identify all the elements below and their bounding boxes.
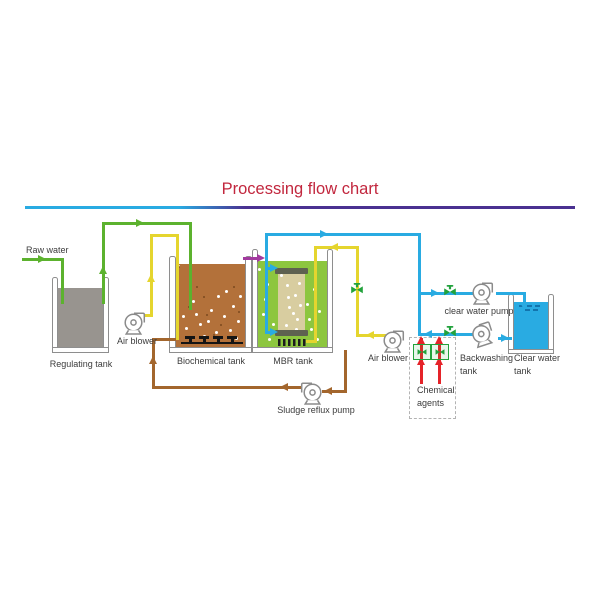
pipe-sludge-drop bbox=[344, 350, 347, 392]
backwashing-tank-label-line1: Backwashing bbox=[460, 353, 514, 363]
flow-arrow-right bbox=[257, 254, 265, 262]
backwashing-pump-icon bbox=[472, 321, 494, 349]
membrane-dots bbox=[280, 274, 283, 277]
pipe-permeate-riser bbox=[418, 233, 421, 336]
regulating-tank-left-wall bbox=[52, 277, 58, 352]
pipe-blower1-outlet bbox=[144, 314, 153, 317]
pipe-sludge-to-biochemical bbox=[152, 338, 176, 341]
pipe-sludge-pump-inlet bbox=[322, 390, 347, 393]
flow-arrow-right bbox=[431, 289, 439, 297]
pipe-sludge-return bbox=[152, 386, 302, 389]
clear-water-tank-left-wall bbox=[508, 294, 514, 354]
chemical-valve-icon bbox=[431, 344, 449, 360]
pipe-air-to-mbr-diffuser bbox=[306, 340, 317, 343]
pipe-biochemical-feed-drop bbox=[189, 222, 192, 310]
pipe-membrane-manifold bbox=[265, 235, 268, 334]
valve-icon bbox=[444, 285, 456, 296]
biochemical-diffuser-line bbox=[181, 342, 243, 344]
pipe-overflow-biochemical-to-mbr bbox=[243, 257, 259, 260]
clear-water-tank-label-line1: Clear water bbox=[514, 353, 561, 363]
membrane-bottom-cap bbox=[275, 330, 308, 336]
regulating-tank-label: Regulating tank bbox=[49, 359, 113, 369]
clear-water-tank-bottom bbox=[508, 349, 554, 354]
flow-arrow-right bbox=[38, 255, 46, 263]
pipe-regulating-to-biochemical bbox=[102, 222, 192, 225]
flow-arrow-right bbox=[136, 219, 144, 227]
flow-arrow-right bbox=[320, 230, 328, 238]
mbr-tank-left-wall bbox=[252, 249, 258, 352]
raw-water-label: Raw water bbox=[26, 245, 69, 255]
mbr-tank-label: MBR tank bbox=[273, 356, 313, 366]
air-blower-icon bbox=[383, 330, 405, 353]
pipe-pump-to-tank bbox=[496, 292, 526, 295]
valve-icon bbox=[444, 326, 456, 337]
flow-arrow-right bbox=[501, 334, 509, 342]
flow-arrow-up bbox=[149, 356, 157, 364]
flow-arrow-up bbox=[417, 336, 425, 344]
membrane-module bbox=[278, 272, 305, 332]
flow-arrow-left bbox=[366, 331, 374, 339]
sludge-reflux-pump-icon bbox=[300, 382, 322, 405]
diffuser-icon bbox=[199, 336, 209, 343]
title-divider-line bbox=[25, 206, 575, 209]
pipe-membrane-top-tap bbox=[265, 267, 272, 270]
flow-arrow-up bbox=[147, 274, 155, 282]
regulating-tank-bottom bbox=[52, 347, 109, 353]
air-blower-left-label: Air blower bbox=[116, 336, 158, 346]
pipe-permeate-main bbox=[265, 233, 421, 236]
pipe-tank-inlet-drop bbox=[523, 292, 526, 304]
backwashing-tank-label-line2: tank bbox=[460, 366, 478, 376]
flow-arrow-up bbox=[435, 336, 443, 344]
valve-icon bbox=[351, 283, 363, 294]
flow-arrow-left bbox=[280, 383, 288, 391]
clear-water-tank-label-line2: tank bbox=[514, 366, 532, 376]
biochemical-tank-right-wall bbox=[245, 256, 252, 352]
clear-water-tank-right-wall bbox=[548, 294, 554, 354]
sludge-reflux-pump-label: Sludge reflux pump bbox=[277, 405, 355, 415]
diffuser-icon bbox=[185, 336, 195, 343]
chemical-agents-label-line1: Chemical bbox=[417, 385, 455, 395]
flow-arrow-right bbox=[270, 264, 278, 272]
flow-arrow-left bbox=[324, 387, 332, 395]
regulating-tank-water bbox=[57, 288, 104, 347]
water-surface-marks bbox=[519, 305, 543, 307]
flow-arrow-up bbox=[435, 357, 443, 365]
diffuser-icon bbox=[213, 336, 223, 343]
clear-water-pump-label: clear water pump bbox=[444, 306, 514, 316]
pipe-air-drop-biochemical bbox=[176, 234, 179, 340]
mbr-tank-bottom bbox=[252, 347, 333, 353]
biochemical-tank-label: Biochemical tank bbox=[176, 356, 246, 366]
air-blower-right-label: Air blower bbox=[367, 353, 409, 363]
chemical-agents-label-line2: agents bbox=[417, 398, 445, 408]
pipe-air-riser-right bbox=[356, 246, 359, 337]
flow-arrow-left bbox=[424, 330, 432, 338]
biochemical-tank-bottom bbox=[169, 347, 252, 353]
diffuser-icon bbox=[227, 336, 237, 343]
pipe-raw-water-drop bbox=[61, 258, 64, 304]
water-surface-marks bbox=[525, 309, 538, 311]
biochemical-tank-liquor bbox=[175, 264, 246, 347]
clear-water-pump-icon bbox=[472, 282, 494, 305]
flow-arrow-up bbox=[417, 357, 425, 365]
chemical-valve-icon bbox=[413, 344, 431, 360]
mbr-tank-right-wall bbox=[327, 249, 333, 352]
mbr-bubbles bbox=[258, 268, 261, 271]
flow-arrow-down bbox=[520, 302, 528, 310]
pipe-air-drop-mbr bbox=[314, 246, 317, 342]
chemical-agents-box bbox=[409, 337, 456, 419]
flow-arrow-right bbox=[270, 328, 278, 336]
pipe-air-top-left bbox=[150, 234, 179, 237]
pipe-regulating-outlet-riser bbox=[102, 222, 105, 304]
pipe-membrane-bottom-tap bbox=[265, 331, 272, 334]
membrane-top-cap bbox=[275, 268, 308, 274]
flow-arrow-up bbox=[99, 266, 107, 274]
flow-arrow-left bbox=[330, 243, 338, 251]
mbr-diffuser-icon bbox=[278, 339, 308, 346]
page-title: Processing flow chart bbox=[221, 180, 379, 198]
biochemical-floc-dots bbox=[178, 266, 180, 268]
air-blower-icon bbox=[124, 312, 146, 335]
